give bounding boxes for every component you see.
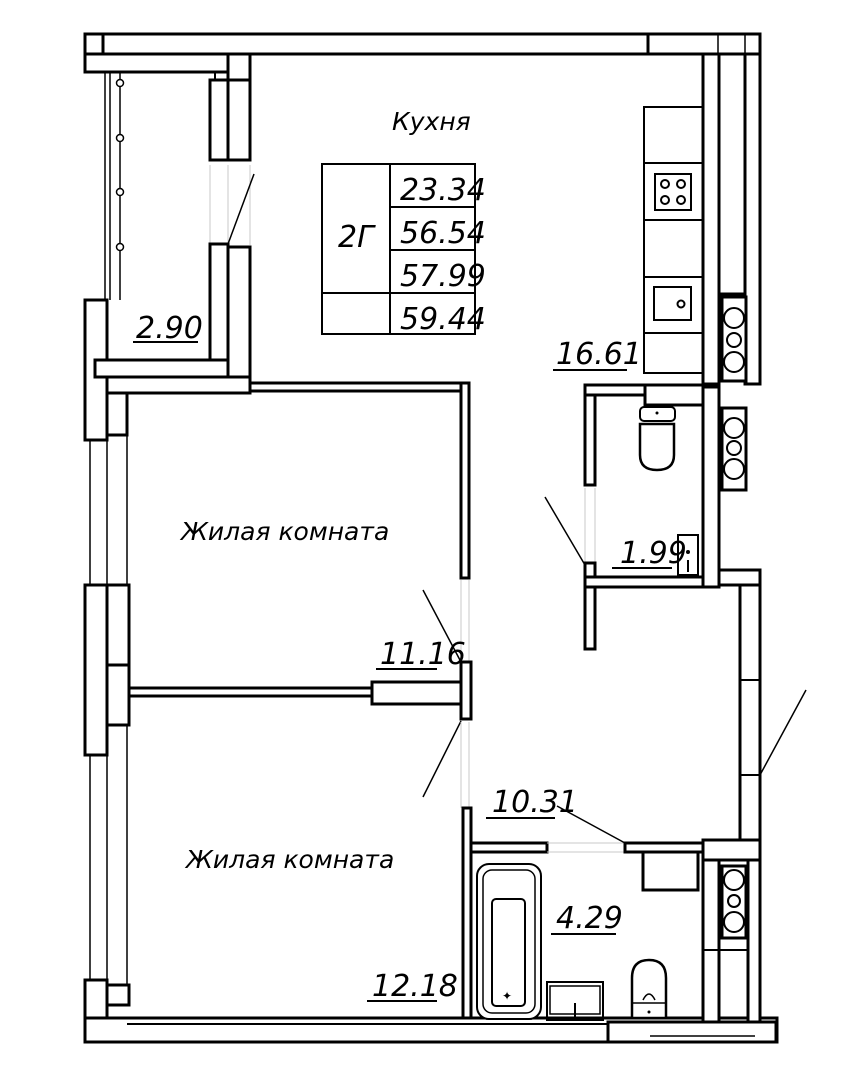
- wash-basin-icon: [677, 534, 699, 576]
- wc-area: 1.99: [620, 536, 687, 571]
- rail-post: [115, 242, 125, 252]
- balcony: [93, 72, 255, 395]
- vent-shaft: [720, 406, 748, 492]
- bathroom-sink-icon: [546, 981, 604, 1021]
- area-table-value: 57.99: [400, 259, 486, 294]
- vent-shaft: [720, 295, 748, 383]
- bathtub-icon: ✦: [476, 863, 542, 1020]
- hallway-area: 10.31: [492, 785, 578, 820]
- kitchen-name: Кухня: [392, 107, 471, 136]
- entrance-door-swing: [759, 689, 807, 776]
- living-room-1-area: 11.16: [380, 637, 466, 672]
- vent-shaft: [720, 864, 748, 940]
- toilet-icon: [638, 406, 676, 472]
- area-table-value: 59.44: [400, 302, 486, 337]
- outer-walls: [83, 32, 779, 1044]
- rail-post: [115, 78, 125, 88]
- vent-duct-icon: [723, 307, 745, 329]
- stove-icon: [654, 173, 692, 211]
- vent-duct-icon: [726, 440, 742, 456]
- vent-duct-icon: [723, 417, 745, 439]
- sink-icon: [653, 286, 692, 321]
- svg-text:✦: ✦: [502, 989, 512, 1003]
- area-table: 2Г 23.34 56.54 57.99 59.44: [321, 163, 486, 337]
- area-table-value: 56.54: [400, 216, 486, 251]
- living-room-1-name: Жилая комната: [179, 517, 389, 546]
- vent-duct-icon: [726, 332, 742, 348]
- bathroom-toilet-icon: [630, 958, 668, 1020]
- bathroom-area: 4.29: [556, 901, 623, 936]
- vent-duct-icon: [723, 869, 745, 891]
- vent-duct-icon: [723, 351, 745, 373]
- vent-duct-icon: [723, 911, 745, 933]
- living-room-2-area: 12.18: [372, 969, 458, 1004]
- kitchen-area: 16.61: [556, 337, 642, 372]
- ventilation-shafts: [703, 295, 748, 951]
- rail-post: [115, 187, 125, 197]
- living-room-2-name: Жилая комната: [184, 845, 394, 874]
- balcony-area: 2.90: [136, 311, 203, 346]
- interior-walls: [127, 381, 762, 1020]
- area-table-value: 23.34: [400, 173, 486, 208]
- apartment-type: 2Г: [338, 220, 376, 255]
- vent-duct-icon: [727, 894, 741, 908]
- vent-duct-icon: [723, 458, 745, 480]
- rail-post: [115, 133, 125, 143]
- kitchen-counter: [643, 106, 704, 374]
